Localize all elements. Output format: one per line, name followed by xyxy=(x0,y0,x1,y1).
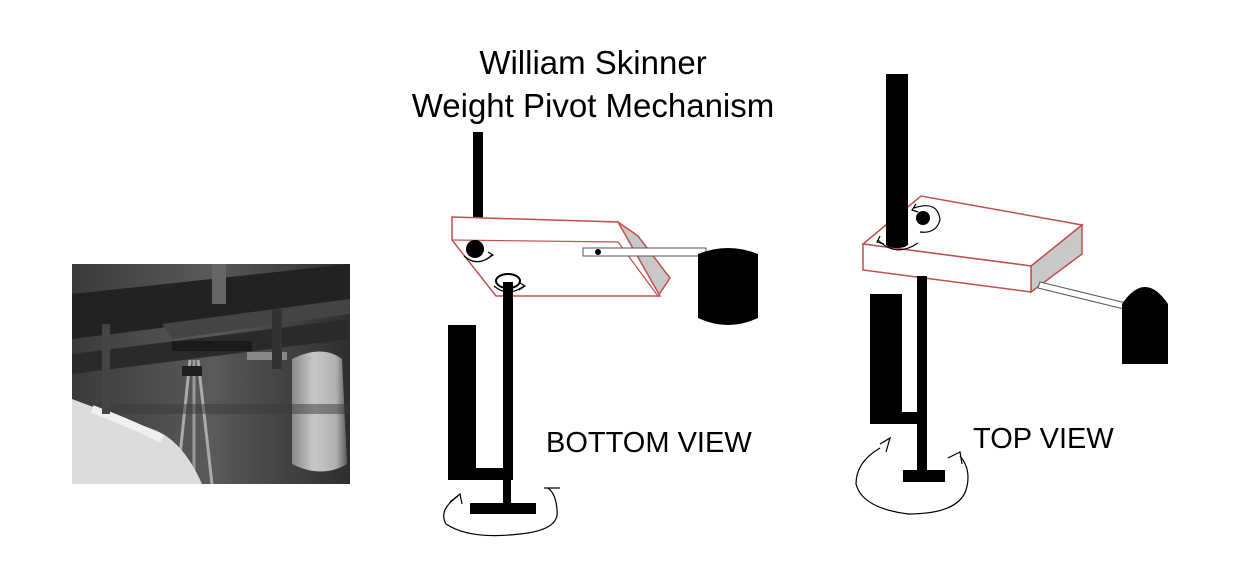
top-view-lower-shaft xyxy=(917,276,927,474)
top-view-upper-shaft xyxy=(886,74,908,245)
mechanism-photo xyxy=(72,264,350,484)
bottom-view-pivot-dot xyxy=(466,240,484,258)
bottom-view-label: BOTTOM VIEW xyxy=(546,427,752,459)
bottom-view-weight-arm xyxy=(582,247,707,257)
top-view-foot xyxy=(903,470,945,482)
top-view-weight-arm xyxy=(1037,281,1131,311)
bottom-view-bracket-base xyxy=(448,468,513,480)
curved-arrow-icon xyxy=(913,205,941,233)
bottom-view-bracket-post xyxy=(448,325,476,477)
top-view-bracket-base xyxy=(870,412,927,424)
top-view-drawing xyxy=(855,74,1168,515)
bottom-view-upper-shaft xyxy=(473,132,483,218)
top-view-plate-front xyxy=(862,243,1032,293)
bottom-view-drawing xyxy=(443,132,758,537)
diagram-title-line-1: William Skinner xyxy=(479,44,707,81)
curved-arrow-icon xyxy=(443,487,558,537)
diagram-title-line-2: Weight Pivot Mechanism xyxy=(411,87,775,124)
top-view-weight xyxy=(1122,287,1168,364)
top-view-bracket-post xyxy=(870,294,902,416)
bottom-view-foot xyxy=(470,503,536,514)
curved-arrow-icon xyxy=(855,447,969,515)
top-view-pivot-dot xyxy=(916,211,930,225)
bottom-view-lower-shaft xyxy=(503,282,513,480)
bottom-view-weight xyxy=(698,248,758,325)
top-view-label: TOP VIEW xyxy=(973,423,1114,455)
